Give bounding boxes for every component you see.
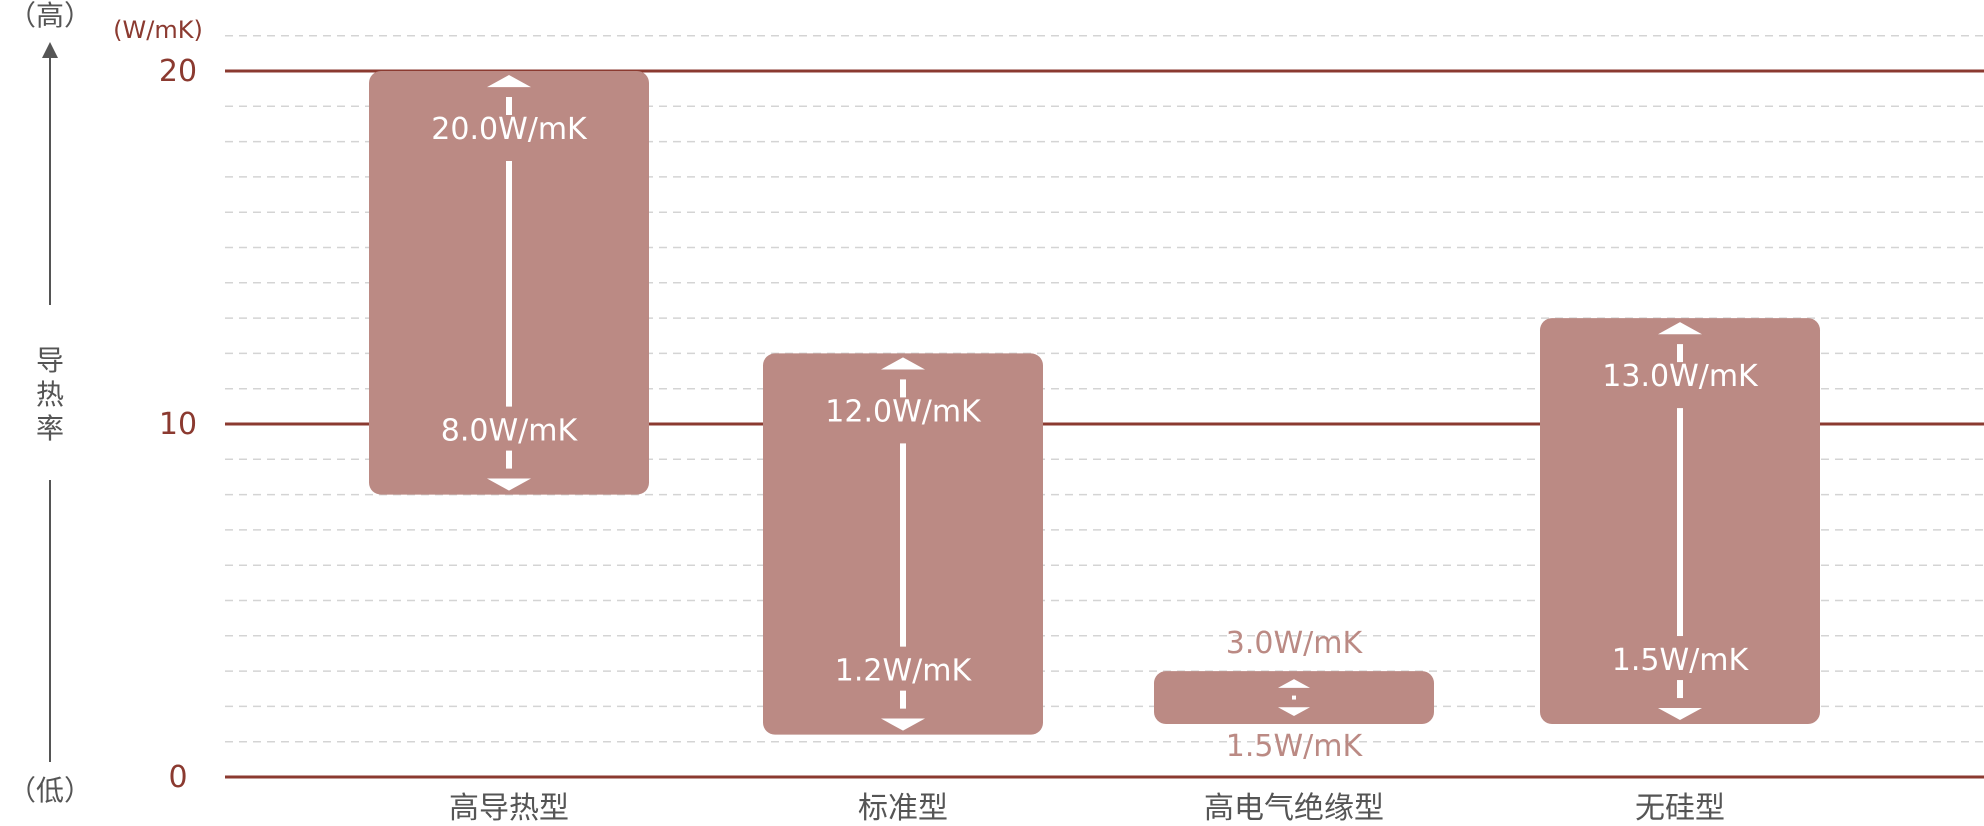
y-axis-low-label: （低） [8, 774, 92, 807]
min-value-label: 1.5W/mK [1612, 643, 1750, 678]
range-bars: 20.0W/mK 8.0W/mK 12.0W/mK 1.2W/mK 3.0W/mK 1.5… [369, 71, 1820, 764]
arrow-stem [900, 690, 906, 709]
range-line [900, 443, 906, 647]
max-value-label: 20.0W/mK [431, 112, 588, 147]
range-bar-group: 3.0W/mK 1.5W/mK [1154, 626, 1434, 764]
max-value-label: 12.0W/mK [825, 394, 982, 429]
arrow-down-icon [881, 718, 925, 731]
arrow-down-icon [487, 478, 531, 491]
arrow-up-icon [487, 75, 531, 88]
range-line [1677, 408, 1683, 637]
arrow-down-icon [1278, 707, 1310, 717]
y-axis-unit: (W/mK) [113, 16, 203, 44]
y-tick-labels: 0 10 20 [159, 54, 197, 795]
range-bar-group: 20.0W/mK 8.0W/mK [369, 71, 649, 495]
category-labels: 高导热型 标准型 高电气绝缘型 无硅型 [449, 791, 1725, 826]
range-line [506, 161, 512, 407]
range-bar-group: 13.0W/mK 1.5W/mK [1540, 318, 1820, 725]
svg-text:导热率: 导热率 [36, 344, 64, 445]
category-label: 标准型 [858, 791, 948, 826]
y-axis-high-label: （高） [8, 0, 92, 32]
y-tick-label: 10 [159, 407, 197, 442]
arrow-stem [506, 97, 512, 115]
y-tick-label: 0 [168, 760, 187, 795]
category-label: 高电气绝缘型 [1204, 791, 1384, 826]
arrow-up-icon [1658, 322, 1702, 335]
arrow-stem [900, 379, 906, 398]
max-value-label: 3.0W/mK [1226, 626, 1364, 661]
arrow-stem [506, 450, 512, 469]
arrow-down-icon [1658, 707, 1702, 721]
arrow-stem [1677, 680, 1683, 699]
category-label: 无硅型 [1635, 791, 1725, 826]
max-value-label: 13.0W/mK [1602, 359, 1759, 394]
category-label: 高导热型 [449, 791, 569, 826]
y-tick-label: 20 [159, 54, 197, 89]
arrow-up-icon [1278, 679, 1310, 688]
min-value-label: 1.5W/mK [1226, 729, 1364, 764]
arrow-up-icon [881, 357, 925, 370]
arrow-stem [1292, 695, 1296, 700]
min-value-label: 1.2W/mK [835, 654, 973, 689]
min-value-label: 8.0W/mK [441, 414, 579, 449]
range-bar-group: 12.0W/mK 1.2W/mK [763, 353, 1043, 735]
y-axis-title: 导热率 [36, 344, 64, 445]
arrow-stem [1677, 344, 1683, 363]
y-axis-arrow-icon [42, 42, 58, 58]
